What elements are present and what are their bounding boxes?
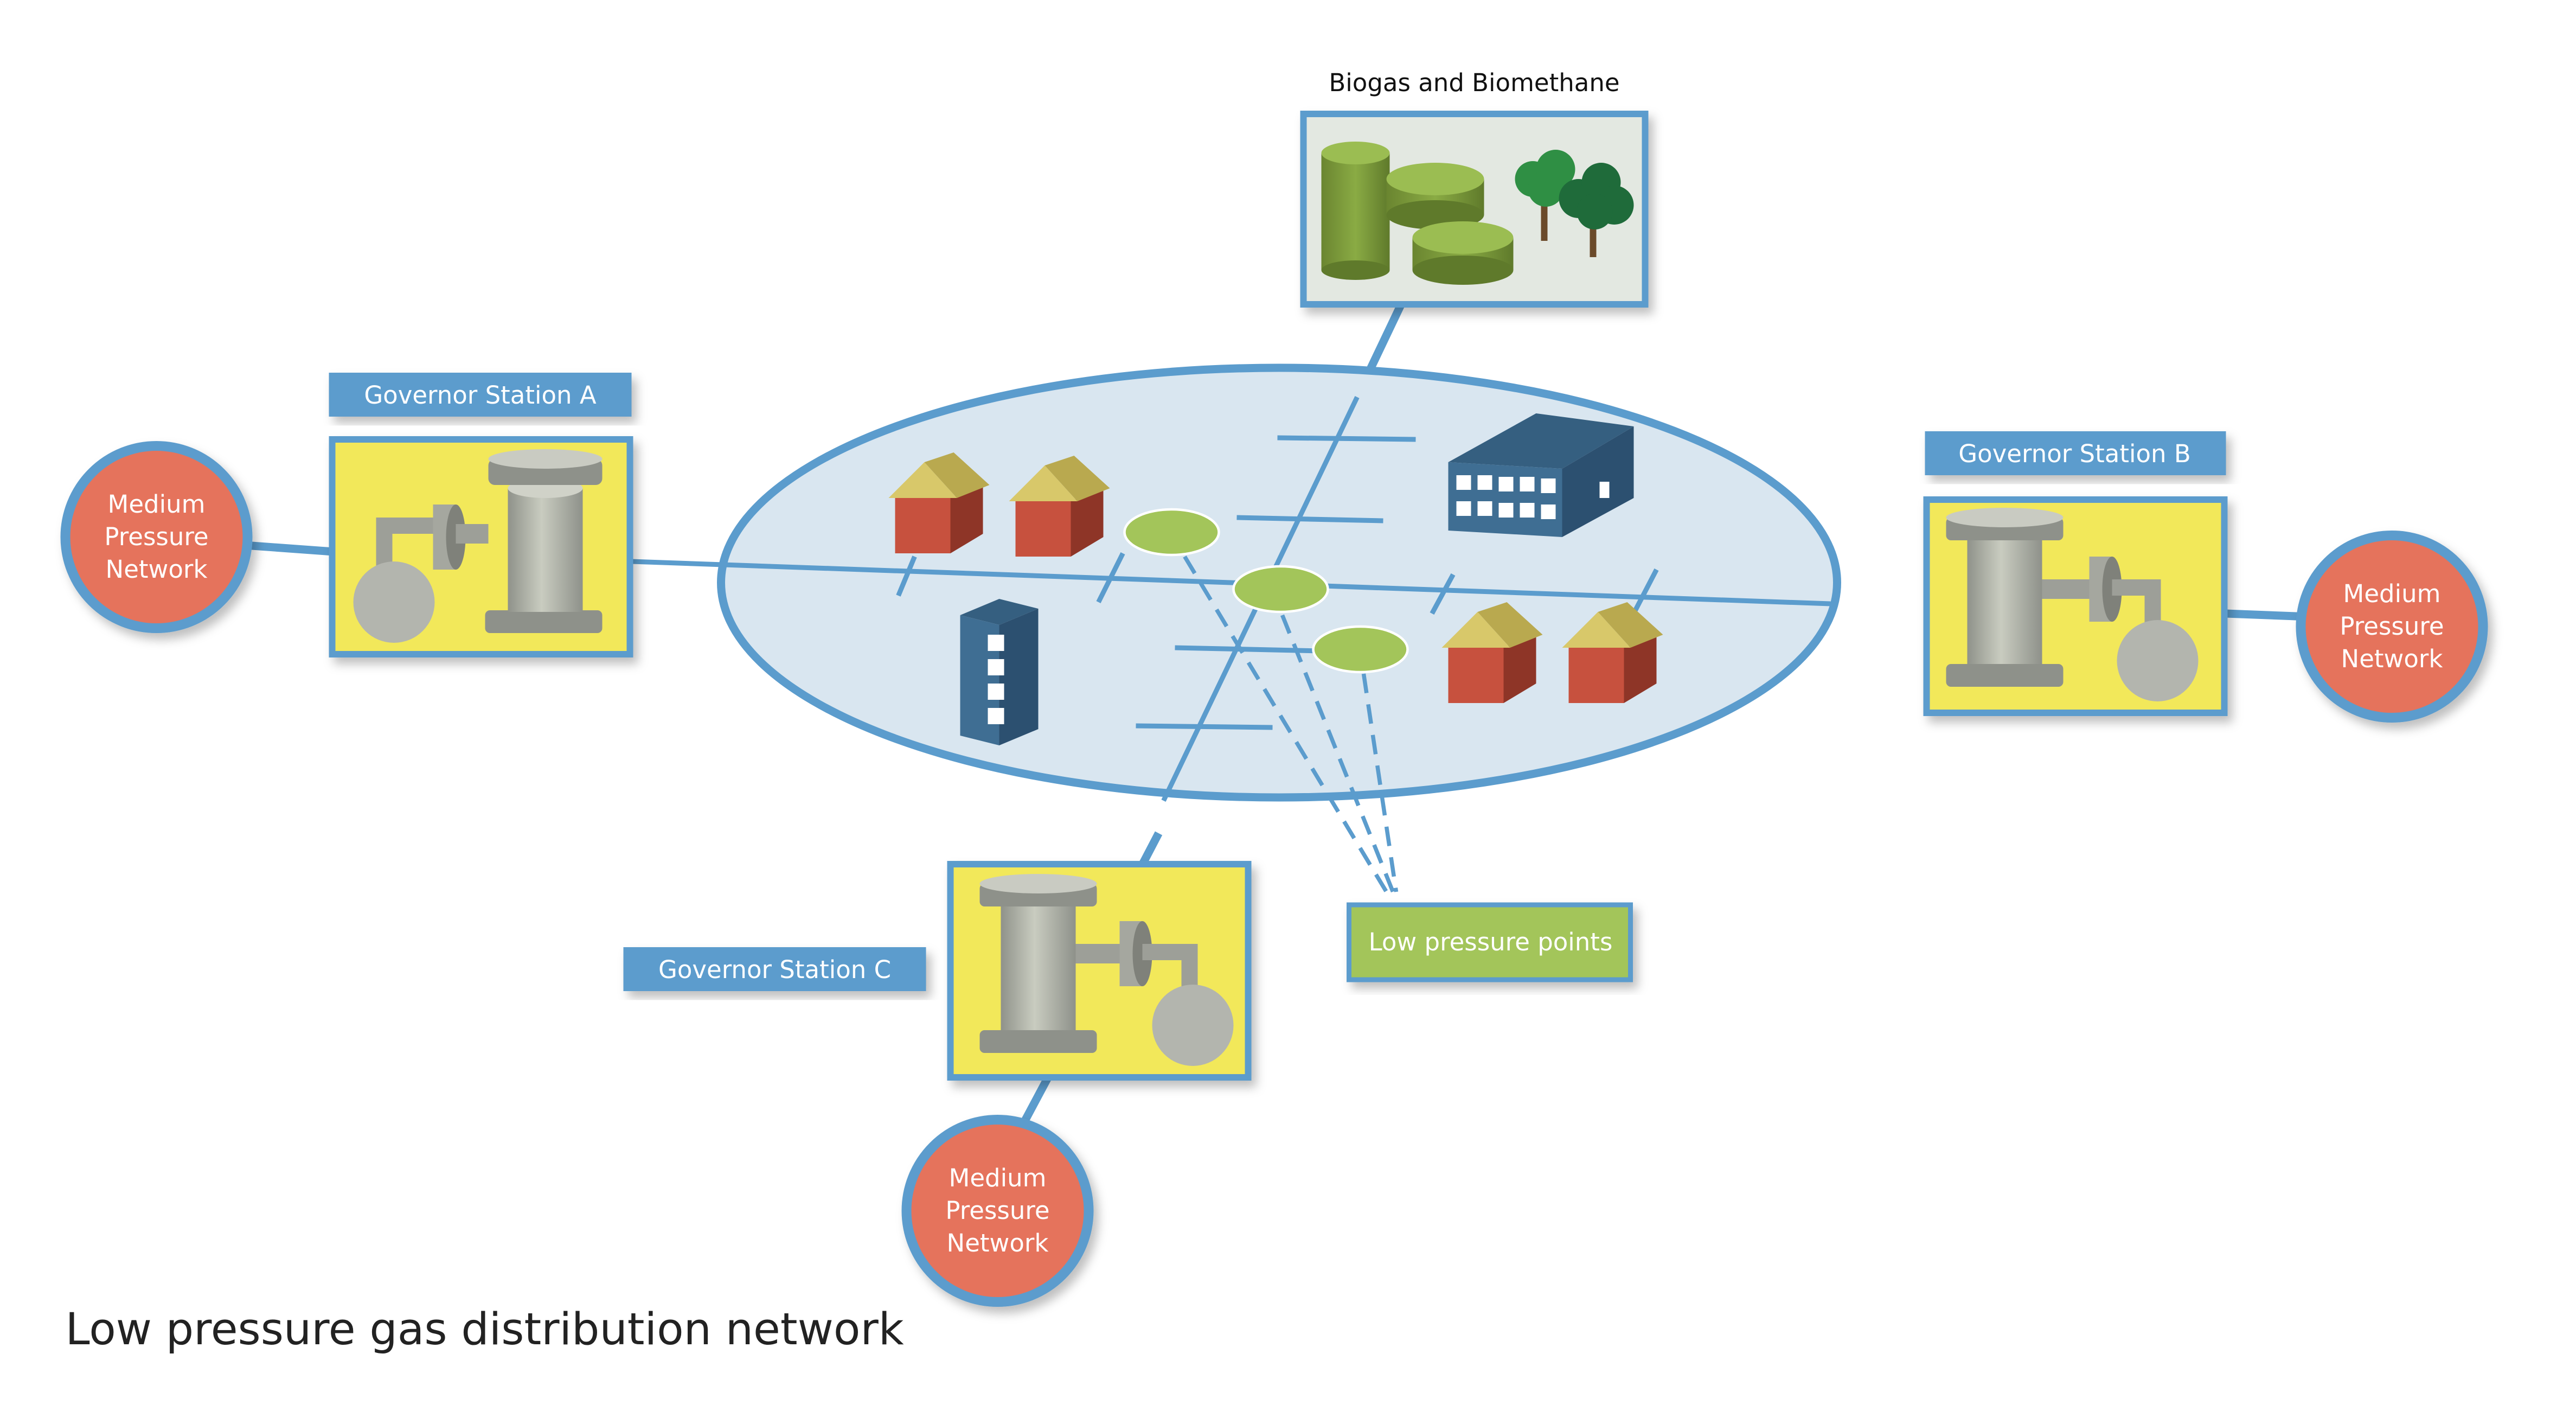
low-pressure-point-3 bbox=[1312, 625, 1409, 674]
house-icon bbox=[1562, 602, 1663, 703]
governor-icon bbox=[1946, 508, 2199, 701]
station-a-label-bg bbox=[329, 373, 632, 417]
governor-icon bbox=[353, 449, 603, 643]
mp-network-south-line2: Pressure bbox=[945, 1196, 1049, 1225]
low-pressure-point-1 bbox=[1123, 508, 1220, 557]
service-pipe-1 bbox=[896, 555, 917, 597]
low-pressure-pointers bbox=[1183, 555, 1399, 893]
diagram-caption: Low pressure gas distribution network bbox=[66, 1304, 904, 1355]
low-pressure-points bbox=[1123, 508, 1409, 674]
mp-network-south-line1: Medium bbox=[949, 1164, 1047, 1192]
mp-network-west-line2: Pressure bbox=[104, 522, 208, 551]
main-horizontal-pipe bbox=[631, 559, 1831, 606]
branch-pipe-2 bbox=[1236, 515, 1383, 523]
biogas-tank-icon bbox=[1386, 163, 1484, 229]
station-b-label: Governor Station B bbox=[1958, 439, 2190, 468]
station-a-label: Governor Station A bbox=[364, 381, 597, 410]
governor-station-c: Governor Station C bbox=[623, 861, 1252, 1081]
station-c-label: Governor Station C bbox=[658, 955, 891, 984]
main-pipes bbox=[243, 299, 2311, 1128]
mp-network-west: Medium Pressure Network bbox=[60, 441, 253, 633]
station-c-label-bg bbox=[623, 947, 926, 991]
service-pipe-4 bbox=[1633, 568, 1659, 612]
low-pressure-point-2 bbox=[1232, 565, 1329, 614]
tower-block-icon bbox=[960, 599, 1039, 745]
biogas-panel bbox=[1300, 111, 1649, 308]
governor-station-b: Governor Station B bbox=[1923, 431, 2228, 716]
pipe-to-station-a bbox=[243, 541, 335, 556]
mp-network-west-line3: Network bbox=[106, 555, 208, 584]
pointer-line-3 bbox=[1361, 673, 1399, 892]
house-icon bbox=[888, 452, 990, 553]
mp-network-east: Medium Pressure Network bbox=[2296, 531, 2488, 723]
tree-icon bbox=[1515, 150, 1575, 241]
service-pipe-2 bbox=[1096, 552, 1125, 604]
service-pipe-3 bbox=[1430, 573, 1456, 615]
branch-pipe-3 bbox=[1175, 645, 1322, 654]
office-building-icon bbox=[1448, 413, 1634, 537]
governor-station-a: Governor Station A bbox=[329, 373, 633, 657]
low-pressure-label-box: Low pressure points bbox=[1347, 902, 1633, 982]
zone-pipes bbox=[631, 396, 1831, 802]
mp-network-west-line1: Medium bbox=[108, 490, 206, 519]
pipe-station-c-to-network bbox=[1018, 1075, 1052, 1128]
low-pressure-label: Low pressure points bbox=[1369, 928, 1613, 956]
mp-network-east-line1: Medium bbox=[2343, 579, 2441, 608]
house-icon bbox=[1009, 456, 1110, 557]
branch-pipe-1 bbox=[1277, 435, 1416, 442]
station-b-label-bg bbox=[1925, 431, 2226, 475]
biogas-label: Biogas and Biomethane bbox=[1329, 68, 1619, 97]
mp-network-south: Medium Pressure Network bbox=[901, 1115, 1094, 1307]
biogas-tank-icon bbox=[1412, 221, 1514, 285]
mp-network-south-line3: Network bbox=[947, 1229, 1049, 1257]
pipe-to-station-b bbox=[2226, 609, 2311, 621]
biogas-tank-icon bbox=[1321, 142, 1390, 280]
house-icon bbox=[1441, 602, 1543, 703]
pointer-line-1 bbox=[1183, 555, 1388, 893]
tree-icon bbox=[1559, 163, 1634, 257]
pointer-line-2 bbox=[1280, 614, 1395, 893]
mp-network-east-line3: Network bbox=[2341, 644, 2443, 673]
branch-pipe-4 bbox=[1136, 723, 1273, 730]
governor-icon bbox=[979, 874, 1234, 1066]
mp-network-east-line2: Pressure bbox=[2340, 612, 2444, 641]
